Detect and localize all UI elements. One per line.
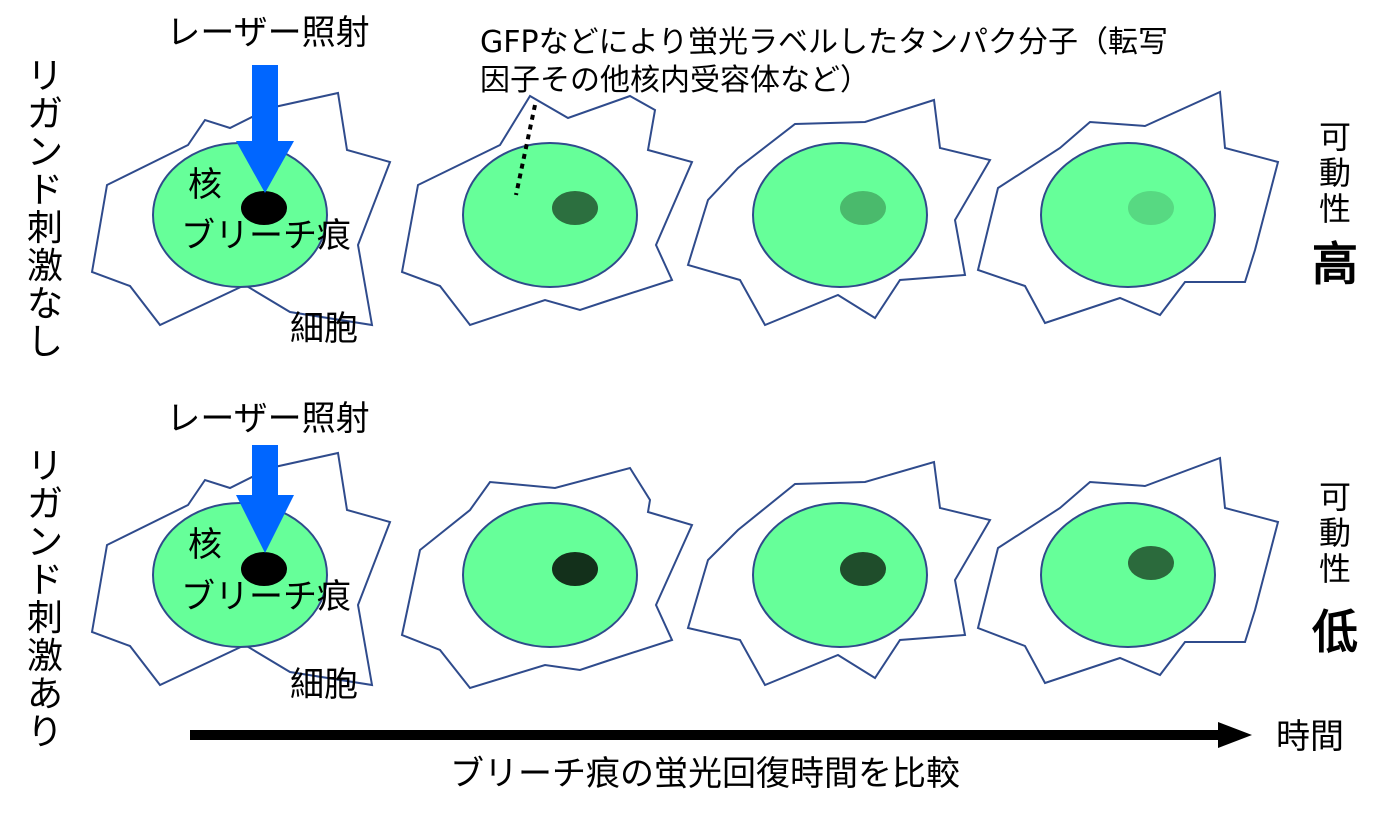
condition-char: り — [27, 712, 63, 753]
condition-char: し — [27, 322, 63, 363]
nucleus — [462, 502, 638, 648]
condition-char: 激 — [27, 636, 63, 677]
nucleus — [1040, 142, 1216, 288]
nucleus — [152, 142, 328, 288]
condition-char: ガ — [27, 94, 63, 135]
cell-row1-t3 — [976, 90, 1280, 325]
bleach-spot — [552, 191, 598, 225]
bleach-spot — [552, 552, 598, 586]
cell-row1-t1 — [400, 94, 694, 327]
mobility-char: 性 — [1319, 190, 1351, 228]
mobility-char: 可 — [1319, 478, 1351, 516]
row-no-ligand: リ ガ ン ド 刺 激 な し — [27, 13, 1358, 363]
mobility-char: 動 — [1319, 154, 1351, 192]
condition-char: ン — [27, 132, 63, 173]
condition-char: リ — [27, 446, 63, 487]
mobility-char: 可 — [1319, 118, 1351, 156]
bleach-spot — [241, 191, 287, 225]
laser-arrow-row2 — [236, 445, 294, 553]
nucleus — [462, 142, 638, 288]
laser-arrow-row1 — [236, 65, 294, 193]
gfp-note-line2: 因子その他核内受容体など） — [480, 63, 870, 98]
bleach-mark-label: ブリーチ痕 — [181, 577, 351, 617]
bleach-spot — [1128, 546, 1174, 580]
condition-label-with-ligand: リ ガ ン ド 刺 激 あ り — [27, 446, 63, 753]
nucleus-label: 核 — [188, 165, 222, 205]
condition-label-no-ligand: リ ガ ン ド 刺 激 な し — [27, 56, 63, 363]
cell-row2-t0 — [90, 451, 392, 687]
cell-row2-t2 — [686, 460, 992, 687]
laser-arrow-head — [236, 495, 294, 553]
mobility-label-row2: 可 動 性 — [1319, 478, 1351, 588]
mobility-level-high: 高 — [1312, 237, 1358, 291]
nucleus — [1040, 502, 1216, 648]
laser-arrow-shaft — [252, 65, 278, 143]
condition-char: 激 — [27, 246, 63, 287]
mobility-level-low: 低 — [1312, 605, 1358, 659]
condition-char: 刺 — [27, 208, 63, 249]
gfp-note-line1: GFPなどにより蛍光ラベルしたタンパク分子（転写 — [480, 25, 1168, 60]
laser-label: レーザー照射 — [166, 399, 369, 439]
caption: ブリーチ痕の蛍光回復時間を比較 — [450, 754, 960, 794]
row-with-ligand: リ ガ ン ド 刺 激 あ り — [27, 399, 1358, 753]
condition-char: ン — [27, 522, 63, 563]
laser-arrow-head — [236, 141, 294, 193]
cell-row2-t3 — [976, 456, 1280, 685]
cell-label: 細胞 — [290, 309, 358, 349]
bleach-mark-label: ブリーチ痕 — [181, 216, 351, 256]
nucleus — [752, 502, 928, 648]
nucleus — [152, 502, 328, 648]
cell-row1-t2 — [686, 98, 992, 327]
bleach-spot — [840, 552, 886, 586]
bleach-spot — [241, 552, 287, 586]
laser-label: レーザー照射 — [166, 13, 369, 53]
nucleus — [752, 142, 928, 288]
mobility-char: 性 — [1319, 550, 1351, 588]
laser-arrow-shaft — [252, 445, 278, 497]
nucleus-label: 核 — [188, 525, 222, 565]
bleach-spot — [1128, 191, 1174, 225]
time-label: 時間 — [1276, 717, 1344, 757]
time-arrow-head — [1218, 722, 1252, 748]
cell-label: 細胞 — [290, 665, 358, 705]
condition-char: あ — [27, 674, 63, 715]
bleach-spot — [840, 191, 886, 225]
condition-char: ガ — [27, 484, 63, 525]
condition-char: ド — [27, 170, 63, 211]
condition-char: 刺 — [27, 598, 63, 639]
time-axis: 時間 — [190, 717, 1344, 757]
mobility-label-row1: 可 動 性 — [1319, 118, 1351, 228]
time-arrow-shaft — [190, 730, 1220, 740]
condition-char: リ — [27, 56, 63, 97]
condition-char: な — [27, 284, 63, 325]
mobility-char: 動 — [1319, 514, 1351, 552]
cell-row2-t1 — [400, 466, 694, 690]
condition-char: ド — [27, 560, 63, 601]
cell-row1-t0 — [90, 91, 392, 327]
